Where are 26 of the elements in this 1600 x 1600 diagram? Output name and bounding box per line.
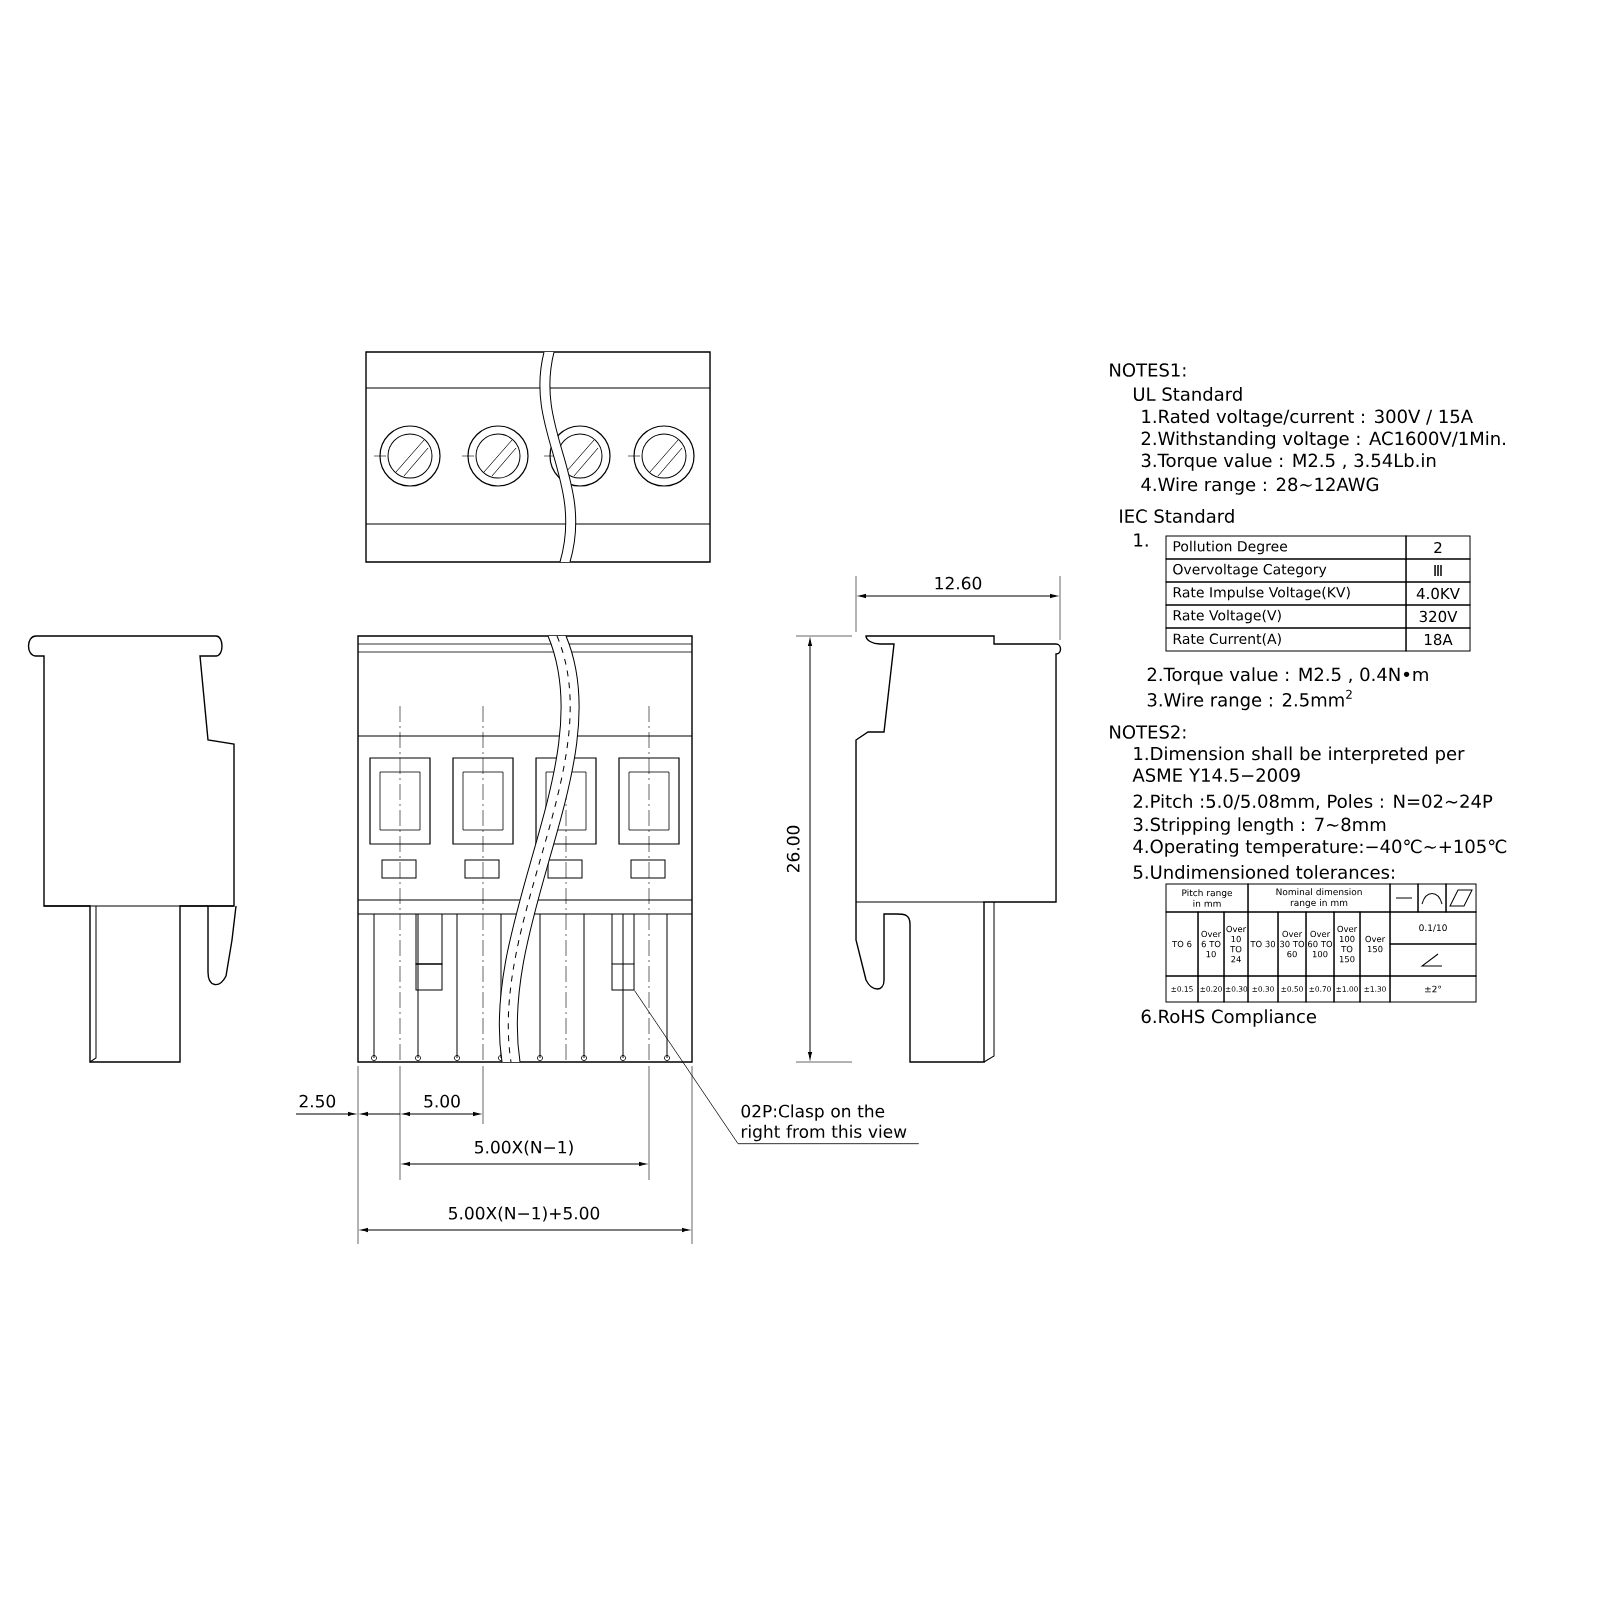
note-text: 1.: [1134, 533, 1148, 547]
note-text: 3.Torque value : M2.5 , 3.54Lb.in: [1141, 453, 1436, 471]
note-text: 2.Torque value : M2.5 , 0.4N•m: [1147, 667, 1428, 685]
dimension-label: 26.00: [786, 825, 800, 873]
note-text: IEC Standard: [1120, 509, 1234, 523]
clasp: [611, 963, 635, 991]
callout-text: 02P:Clasp on the right from this view: [741, 1104, 907, 1142]
dimension-label: 5.00: [424, 1094, 460, 1108]
note-text: NOTES1:: [1110, 363, 1186, 377]
dimension-label: 5.00X(N−1): [475, 1140, 573, 1156]
leader-line: [634, 990, 920, 1145]
note-text: 4.Operating temperature:−40℃~+105℃: [1133, 839, 1507, 857]
dimension-label: 12.60: [935, 576, 982, 590]
note-text: 5.Undimensioned tolerances:: [1133, 865, 1394, 879]
note-text: UL Standard: [1134, 387, 1242, 401]
note-text: 1.Dimension shall be interpreted per ASME Y14.5−2009: [1132, 746, 1465, 782]
note-text: NOTES2:: [1110, 725, 1186, 739]
note-text: 3.Stripping length : 7~8mm: [1133, 817, 1386, 835]
note-text: 2.Pitch :5.0/5.08mm, Poles : N=02~24P: [1133, 794, 1493, 810]
note-text: 6.RoHS Compliance: [1141, 1009, 1316, 1027]
note-text: 1.Rated voltage/current : 300V / 15A: [1142, 409, 1473, 427]
dimension-label: 2.50: [299, 1094, 336, 1108]
note-text: 3.Wire range : 2.5mm$^{2}$: [1147, 689, 1352, 711]
note-text: 4.Wire range : 28~12AWG: [1141, 477, 1379, 495]
dimension-label: 5.00X(N−1)+5.00: [449, 1206, 600, 1222]
note-text: 2.Withstanding voltage : AC1600V/1Min.: [1141, 431, 1505, 449]
